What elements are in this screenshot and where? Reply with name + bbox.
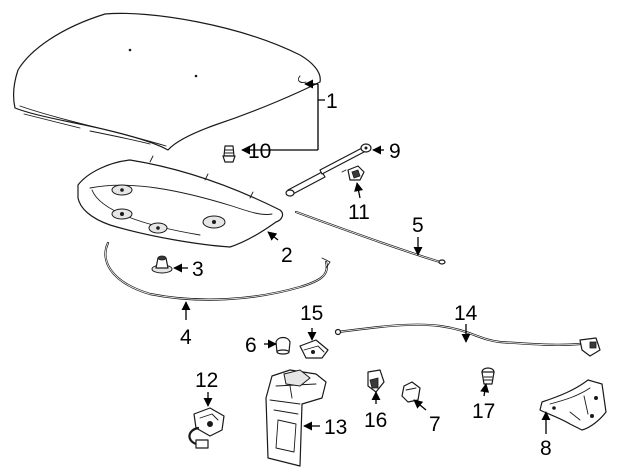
hood-insulator <box>77 155 284 248</box>
callout-9: 9 <box>389 140 401 163</box>
callout-6: 6 <box>245 334 257 357</box>
bumper-part-7 <box>401 381 421 403</box>
hood-hinge <box>539 379 607 431</box>
callout-11: 11 <box>348 201 370 224</box>
hood-latch-connector <box>188 407 225 449</box>
bolt-part-17 <box>481 367 495 385</box>
callout-5: 5 <box>412 214 424 237</box>
hood-strut <box>285 143 372 197</box>
callout-3: 3 <box>192 258 204 281</box>
callout-12: 12 <box>195 369 218 392</box>
hood-panel <box>12 12 321 151</box>
bumper-stop <box>222 145 236 163</box>
callout-2: 2 <box>281 244 293 267</box>
callout-15: 15 <box>300 302 323 325</box>
callout-13: 13 <box>324 416 347 439</box>
latch-support-bracket <box>265 369 327 467</box>
callout-labels: 1 2 3 4 5 6 7 8 9 10 11 12 13 14 15 16 1… <box>180 90 552 460</box>
callout-4: 4 <box>180 326 192 349</box>
leader-lines <box>173 79 551 434</box>
callout-17: 17 <box>472 400 495 423</box>
rear-seal-strip <box>294 210 446 265</box>
retainer-part-3 <box>151 255 173 274</box>
callout-10: 10 <box>248 140 271 163</box>
callout-14: 14 <box>454 302 478 325</box>
callout-7: 7 <box>429 413 441 436</box>
hood-seal <box>104 241 331 301</box>
stud-part-11 <box>341 165 365 181</box>
callout-8: 8 <box>540 437 552 460</box>
callout-16: 16 <box>364 409 387 432</box>
release-handle <box>299 339 329 359</box>
release-cable <box>334 323 601 357</box>
grommet-part-6 <box>275 336 291 355</box>
clip-part-16 <box>367 369 385 393</box>
callout-1: 1 <box>326 90 338 113</box>
